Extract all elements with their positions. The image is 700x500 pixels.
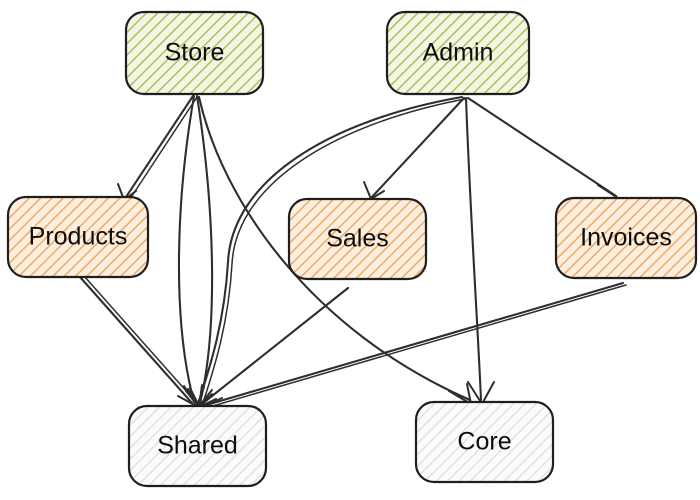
edge-store-shared-a	[177, 94, 205, 407]
node-shared[interactable]: Shared	[127, 404, 268, 488]
edge-store-shared-b	[189, 94, 214, 407]
node-core[interactable]: Core	[414, 400, 555, 484]
node-invoices[interactable]: Invoices	[554, 196, 698, 280]
edge-invoices-shared	[199, 281, 627, 415]
edge-admin-invoices	[466, 96, 619, 207]
node-admin[interactable]: Admin	[385, 10, 531, 96]
edge-sales-shared	[198, 286, 350, 408]
node-sales[interactable]: Sales	[287, 197, 428, 281]
node-products[interactable]: Products	[6, 195, 150, 279]
node-layer: Store Admin Products Sales Invoices Shar…	[6, 10, 698, 488]
node-store[interactable]: Store	[124, 10, 265, 96]
edge-admin-core	[464, 96, 495, 405]
